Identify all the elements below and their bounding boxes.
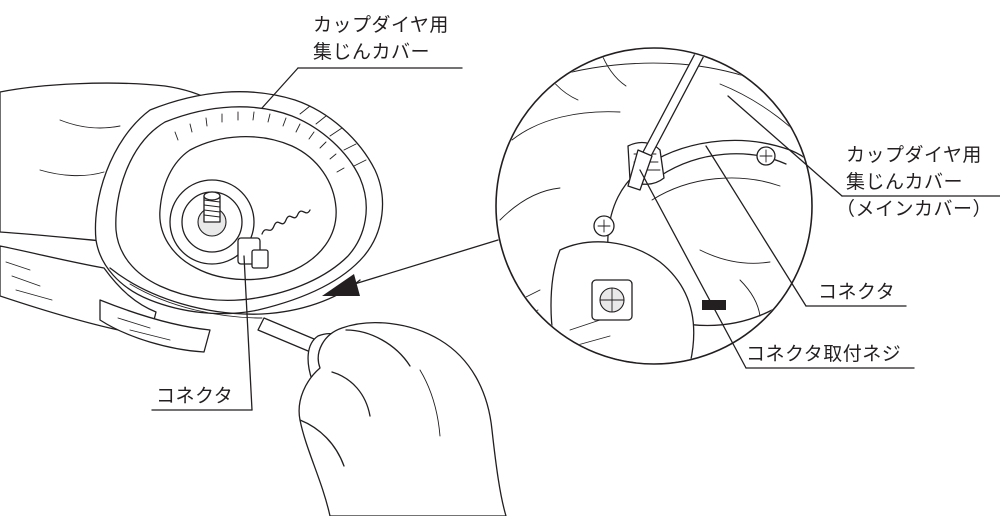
label-connector-left: コネクタ xyxy=(156,385,234,407)
label-cover-left-line2: 集じんカバー xyxy=(313,41,431,63)
label-cover-right-line3: （メインカバー） xyxy=(836,198,993,220)
label-cover-right-line1: カップダイヤ用 xyxy=(846,144,982,166)
label-cover-right-line2: 集じんカバー xyxy=(846,171,964,193)
label-cover-left: カップダイヤ用 集じんカバー xyxy=(313,12,449,66)
label-connector-screw: コネクタ取付ネジ xyxy=(746,343,902,365)
detail-circle xyxy=(495,47,813,365)
tool-body xyxy=(0,245,211,353)
label-connector-right: コネクタ xyxy=(818,281,896,303)
right-hand xyxy=(298,321,507,517)
label-cover-left-line1: カップダイヤ用 xyxy=(313,14,449,36)
leader-lines xyxy=(151,67,1000,411)
direction-arrow xyxy=(322,239,499,296)
cover-housing xyxy=(94,91,384,319)
label-cover-right: カップダイヤ用 集じんカバー （メインカバー） xyxy=(836,142,992,223)
